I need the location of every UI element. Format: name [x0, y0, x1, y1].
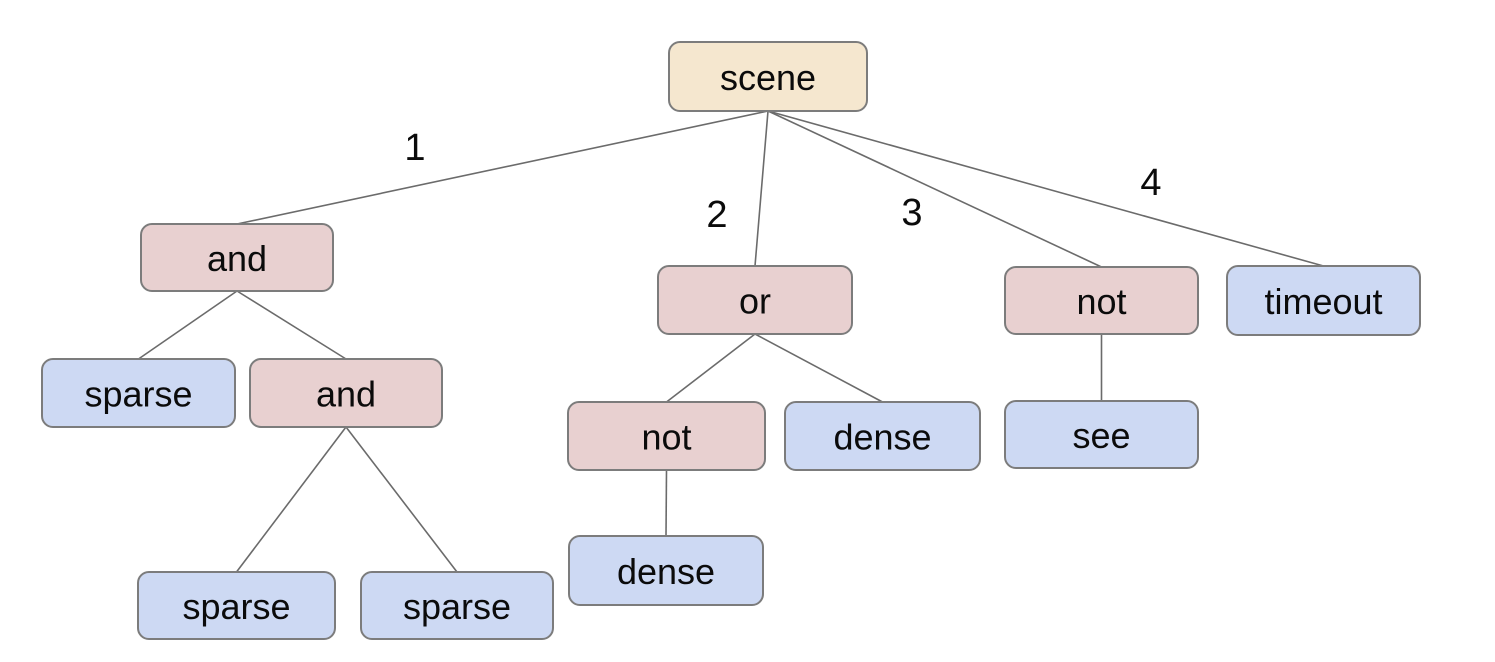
node-dense2-label: dense	[617, 551, 715, 592]
node-not1-box	[1004, 266, 1199, 335]
edge-or1-dense1	[754, 333, 883, 403]
node-see-label: see	[1072, 415, 1130, 456]
edge-and2-sparse2	[235, 426, 347, 573]
node-scene-box	[668, 41, 868, 112]
edge-scene-and1	[236, 110, 769, 225]
node-timeout-label: timeout	[1264, 281, 1382, 322]
node-and1-box	[140, 223, 334, 292]
node-sparse2-box	[137, 571, 336, 640]
node-sparse3-label: sparse	[403, 586, 511, 627]
node-dense2-box	[568, 535, 764, 606]
edge-not2-dense2	[665, 469, 668, 537]
node-or1-box	[657, 265, 853, 335]
edge-label-scene-not1: 3	[901, 192, 922, 234]
node-and2-box	[249, 358, 443, 428]
node-not2-label: not	[641, 417, 691, 458]
node-or1-label: or	[739, 281, 771, 322]
node-scene-label: scene	[720, 57, 816, 98]
node-and2-label: and	[316, 374, 376, 415]
node-not1-label: not	[1076, 281, 1126, 322]
node-sparse2-label: sparse	[182, 586, 290, 627]
node-sparse1-box	[41, 358, 236, 428]
edge-scene-not1	[767, 110, 1102, 268]
edge-scene-or1	[754, 110, 769, 267]
node-sparse1-label: sparse	[84, 374, 192, 415]
edge-label-scene-or1: 2	[706, 194, 727, 236]
edge-and1-and2	[236, 290, 347, 360]
edge-or1-not2	[666, 333, 756, 403]
edge-label-scene-timeout: 4	[1140, 162, 1161, 204]
node-see-box	[1004, 400, 1199, 469]
edge-scene-timeout	[767, 110, 1324, 267]
edge-and2-sparse3	[345, 426, 458, 573]
edge-and1-sparse1	[138, 290, 238, 360]
node-dense1-label: dense	[833, 417, 931, 458]
node-and1-label: and	[207, 238, 267, 279]
node-sparse3-box	[360, 571, 554, 640]
node-dense1-box	[784, 401, 981, 471]
edge-label-scene-and1: 1	[404, 127, 425, 169]
node-not2-box	[567, 401, 766, 471]
node-timeout-box	[1226, 265, 1421, 336]
